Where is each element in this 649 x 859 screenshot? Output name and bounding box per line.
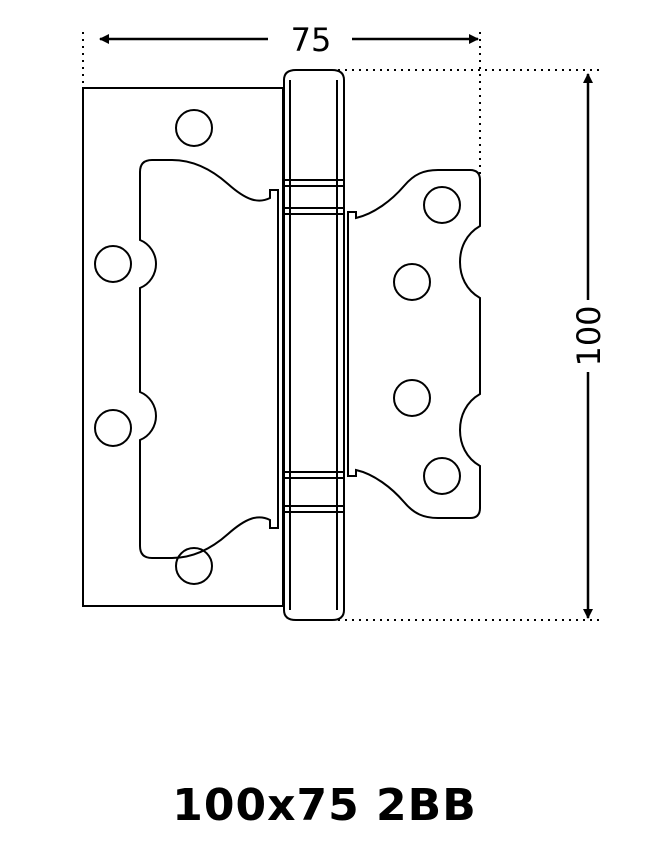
- height-label: 100: [570, 305, 608, 366]
- right-leaf-outline: [347, 169, 481, 519]
- left-leaf-screw-holes: [94, 109, 213, 585]
- screw-hole: [94, 245, 132, 283]
- screw-hole: [175, 547, 213, 585]
- width-label: 75: [291, 21, 332, 59]
- screw-hole: [423, 186, 461, 224]
- screw-hole: [393, 263, 431, 301]
- screw-hole: [423, 457, 461, 495]
- model-caption: 100x75 2BB: [172, 780, 477, 831]
- extension-lines: [82, 32, 602, 621]
- barrel-details: [284, 80, 344, 610]
- left-leaf-outline: [82, 87, 284, 607]
- barrel-outline: [283, 69, 345, 621]
- screw-hole: [94, 409, 132, 447]
- left-leaf: [82, 87, 284, 607]
- hinge-barrel: [283, 69, 345, 621]
- screw-hole: [393, 379, 431, 417]
- screw-hole: [175, 109, 213, 147]
- left-leaf-cutout: [139, 159, 279, 559]
- right-leaf: [347, 169, 481, 519]
- right-leaf-screw-holes: [393, 186, 461, 495]
